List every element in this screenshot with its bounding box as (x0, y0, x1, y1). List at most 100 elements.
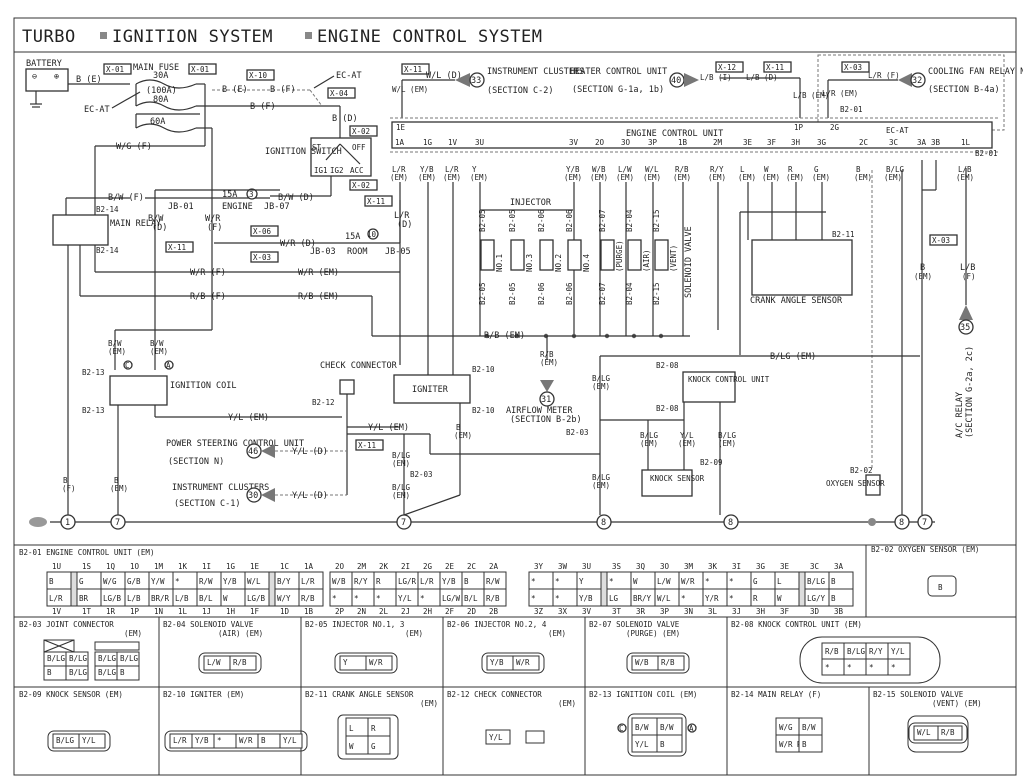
ecu-title: ENGINE CONTROL UNIT (626, 129, 723, 139)
wire-label: B (F) (250, 102, 276, 112)
pin-cell: R/Y (354, 577, 368, 586)
pin-cell: Y/W (151, 577, 165, 586)
pin-cell: W/Y (277, 594, 291, 603)
wire-label: W/R (F) (190, 268, 226, 278)
ecu-wire-harness: (EM) (762, 173, 780, 182)
section-ref: (SECTION G-1a, 1b) (572, 85, 664, 95)
solenoid-icon (600, 239, 615, 271)
battery-plus-icon: ⊕ (54, 72, 59, 82)
ecu-pin-7: 3P (648, 138, 658, 147)
pin-cell: B/L (199, 594, 213, 603)
wire-label: B/LG (EM) (770, 352, 816, 362)
wire-label: L/R (394, 211, 410, 221)
fuse-number: 3 (249, 190, 254, 199)
wire-label: Y/L (EM) (368, 423, 409, 433)
ecu-pin-13: 3G (817, 138, 827, 147)
pin-cell: W/L (657, 594, 671, 603)
pin-cell: BR/Y (633, 594, 652, 603)
ground-circle (60, 514, 76, 530)
battery-section: BATTERY ⊖ ⊕ B (E) X-01 MAIN FUSE X-01 30… (25, 59, 378, 330)
ecu-pin-3: 3U (475, 138, 484, 147)
injector-connector: B2-05 (478, 282, 487, 305)
reference-circle: 30 (248, 491, 258, 501)
wire-label: B/W (150, 339, 164, 348)
ground-number: 7 (401, 518, 406, 528)
injector-connector: B2-05 (508, 282, 517, 305)
pin-cell: B/LG (98, 668, 117, 677)
ecu-pin-10: 3E (743, 138, 753, 147)
connector-label: B2-08 (656, 404, 679, 413)
pin-cell: R/B (661, 658, 675, 667)
pin-cell: B/W (802, 723, 816, 732)
pin-number: 2P (335, 607, 345, 616)
reference-circle: 40 (671, 76, 681, 86)
check-connector-icon (525, 730, 545, 744)
connector-x02-bottom: X-02 (352, 181, 370, 190)
ecu-pin-4: 3V (569, 138, 579, 147)
injector-connector: B2-05 (508, 209, 517, 232)
pin-cell: * (705, 577, 710, 586)
switch-off: OFF (352, 143, 366, 152)
ecu-wire-1: Y/B (420, 165, 434, 174)
oxygen-sensor-label: OXYGEN SENSOR (826, 479, 885, 488)
pin-number: 1N (154, 607, 163, 616)
connector-label: B2-11 (832, 230, 855, 239)
wire-label: B (F) (270, 85, 296, 95)
ecu-wire-harness: (EM) (418, 173, 436, 182)
pin-number: 2A (489, 562, 499, 571)
wire-label: R/B (EM) (298, 292, 339, 302)
ground-circle (596, 514, 612, 530)
ecu-pin-16: 3A (917, 138, 927, 147)
ground-number: 1 (65, 518, 70, 528)
pin-number: 3R (636, 607, 646, 616)
connector-x01-right: X-01 (191, 65, 209, 74)
wire-label: R/B (EM) (484, 331, 525, 341)
ground-circle (396, 514, 412, 530)
ecu-wire-harness: (EM) (443, 173, 461, 182)
power-steering-label: POWER STEERING CONTROL UNIT (166, 439, 304, 449)
ecu-wire-11: W (764, 165, 769, 174)
terminal-a-label: A (166, 361, 171, 370)
injector-connector: B2-06 (537, 209, 546, 232)
pin-number: 1P (130, 607, 140, 616)
wire-label: B/LG (640, 431, 659, 440)
wire-label: W/R (D) (280, 239, 316, 249)
wire-label: (EM) (392, 491, 410, 500)
ecu-wire-4: Y/B (566, 165, 580, 174)
main-fuse-label: MAIN FUSE (133, 63, 179, 73)
connector-x11: X-11 (404, 65, 422, 74)
ecu-wire-harness: (EM) (786, 173, 804, 182)
connector-b2-12-title: B2-12 CHECK CONNECTOR (447, 690, 542, 699)
connector-label: B2-13 (82, 368, 105, 377)
pin-number: 3E (780, 562, 790, 571)
pin-cell: L/R (301, 577, 315, 586)
connector-label: B2-02 (850, 466, 873, 475)
wire-label: B/LG (592, 473, 611, 482)
pin-number: 2G (423, 562, 433, 571)
pin-number: 2M (357, 562, 367, 571)
ground-number: 8 (601, 518, 606, 528)
section-ref: (SECTION N) (168, 457, 224, 467)
pin-number: 3M (684, 562, 694, 571)
connector-b2-01-title: B2-01 ENGINE CONTROL UNIT (EM) (19, 548, 154, 557)
pin-cell: LG/R (398, 577, 417, 586)
connector-label: B2-10 (472, 406, 495, 415)
relay-icon (52, 214, 109, 246)
pin-cell: * (531, 577, 536, 586)
pin-cell: W/R (516, 658, 530, 667)
ground-circle (917, 514, 933, 530)
ecu-pin-17: 3B (931, 138, 941, 147)
connector-label: B2-13 (82, 406, 105, 415)
oxygen-sensor-icon (865, 474, 881, 496)
ecu-pin-6: 3O (621, 138, 631, 147)
wire-label: (F) (207, 223, 222, 233)
pin-cell: B/LG (56, 736, 75, 745)
pin-number: 1U (52, 562, 61, 571)
pin-cell: L (777, 577, 782, 586)
connector-x03: X-03 (844, 63, 862, 72)
pin-cell: B/W (660, 723, 674, 732)
ecu-wire-harness: (EM) (643, 173, 661, 182)
